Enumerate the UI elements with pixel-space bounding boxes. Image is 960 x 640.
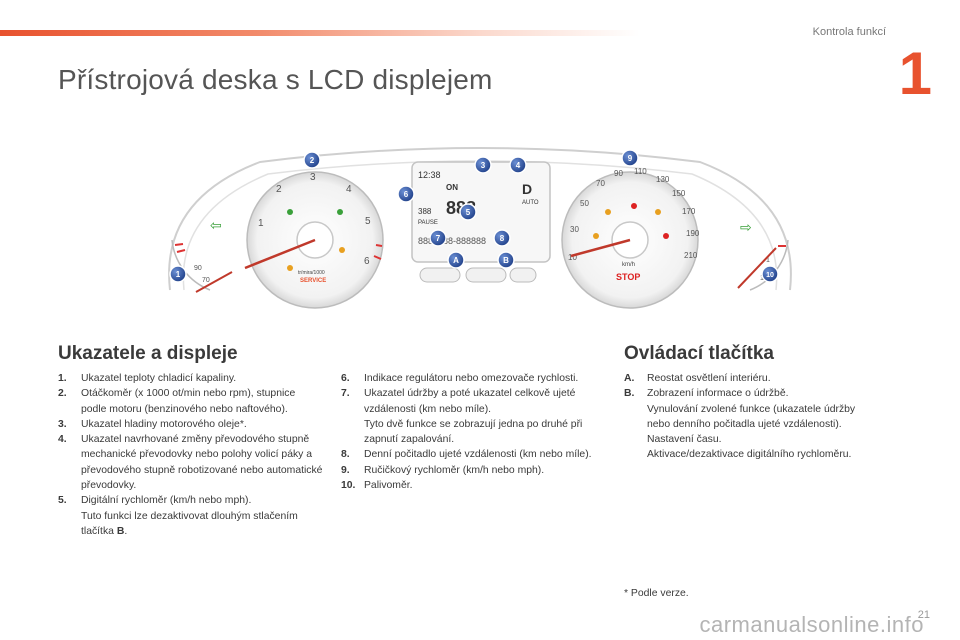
list-item: 3. Ukazatel hladiny motorového oleje*. <box>58 418 247 430</box>
callout-marker-6: 6 <box>397 185 415 203</box>
list-item: 10. Palivoměr. <box>341 480 413 492</box>
watermark: carmanualsonline.info <box>699 612 924 637</box>
svg-text:SERVICE: SERVICE <box>300 278 326 284</box>
svg-text:7: 7 <box>436 234 441 243</box>
svg-text:6: 6 <box>364 256 370 267</box>
svg-text:4: 4 <box>346 184 352 195</box>
indicators-list: 1. Ukazatel teploty chladicí kapaliny. 2… <box>58 371 323 539</box>
svg-text:2: 2 <box>276 184 282 195</box>
svg-text:12:38: 12:38 <box>418 170 441 180</box>
svg-text:150: 150 <box>672 189 686 198</box>
svg-text:tr/mira/1000: tr/mira/1000 <box>298 270 325 276</box>
svg-text:388: 388 <box>418 207 432 216</box>
svg-text:110: 110 <box>634 167 647 176</box>
list-item: 9. Ručičkový rychloměr (km/h nebo mph). <box>341 464 545 476</box>
list-item: 5. Digitální rychloměr (km/h nebo mph). … <box>58 495 298 537</box>
svg-text:3: 3 <box>481 161 486 170</box>
list-item: 6. Indikace regulátoru nebo omezovače ry… <box>341 373 579 384</box>
list-item: 2. Otáčkoměr (x 1000 ot/min nebo rpm), s… <box>58 388 296 415</box>
svg-text:8: 8 <box>500 234 505 243</box>
svg-text:PAUSE: PAUSE <box>418 220 438 226</box>
svg-text:5: 5 <box>466 208 471 217</box>
svg-text:30: 30 <box>570 225 579 234</box>
svg-text:10: 10 <box>568 253 577 262</box>
footnote: * Podle verze. <box>624 588 689 599</box>
callout-marker-3: 3 <box>474 156 492 174</box>
svg-text:4: 4 <box>516 161 521 170</box>
list-item: A. Reostat osvětlení interiéru. <box>624 373 771 384</box>
indicators-heading: Ukazatele a displeje <box>58 343 238 364</box>
svg-text:ON: ON <box>446 183 458 192</box>
svg-text:6: 6 <box>404 190 409 199</box>
svg-text:10: 10 <box>766 272 774 279</box>
callout-marker-9: 9 <box>621 149 639 167</box>
callout-marker-1: 1 <box>169 265 187 283</box>
callout-marker-b: B <box>497 251 515 269</box>
svg-text:⇦: ⇦ <box>210 217 222 233</box>
svg-text:190: 190 <box>686 229 700 238</box>
svg-text:5: 5 <box>365 216 371 227</box>
svg-text:70: 70 <box>202 277 210 284</box>
svg-text:2: 2 <box>310 156 315 165</box>
svg-text:70: 70 <box>596 179 605 188</box>
callout-marker-10: 10 <box>761 265 779 283</box>
svg-text:90: 90 <box>194 265 202 272</box>
svg-text:1: 1 <box>258 218 264 229</box>
controls-list: A. Reostat osvětlení interiéru. B. Zobra… <box>624 371 864 463</box>
list-item: 8. Denní počitadlo ujeté vzdálenosti (km… <box>341 449 592 461</box>
svg-text:STOP: STOP <box>616 272 640 282</box>
svg-text:130: 130 <box>656 175 670 184</box>
svg-text:1: 1 <box>176 270 181 279</box>
indicators-list-continued: 6. Indikace regulátoru nebo omezovače ry… <box>341 371 607 493</box>
callout-marker-a: A <box>447 251 465 269</box>
callout-marker-5: 5 <box>459 203 477 221</box>
svg-text:8888888-888888: 8888888-888888 <box>418 236 486 246</box>
callout-marker-8: 8 <box>493 229 511 247</box>
callout-marker-2: 2 <box>303 151 321 169</box>
svg-text:AUTO: AUTO <box>522 200 539 206</box>
controls-heading: Ovládací tlačítka <box>624 343 774 364</box>
svg-text:km/h: km/h <box>622 262 635 268</box>
svg-text:9: 9 <box>628 154 633 163</box>
svg-text:⇨: ⇨ <box>740 219 752 235</box>
svg-text:D: D <box>522 181 532 197</box>
callout-marker-4: 4 <box>509 156 527 174</box>
list-item: 1. Ukazatel teploty chladicí kapaliny. <box>58 373 237 384</box>
instrument-cluster-illustration: 90 70 ⇦ 1 2 3 4 5 6 tr/mira/1000 SERVICE… <box>168 147 792 309</box>
svg-text:50: 50 <box>580 199 589 208</box>
list-item: B. Zobrazení informace o údržbě. Vynulov… <box>624 388 856 461</box>
page-number: 21 <box>917 609 930 621</box>
list-item: 4. Ukazatel navrhované změny převodového… <box>58 434 323 492</box>
svg-text:A: A <box>453 256 459 265</box>
page-title: Přístrojová deska s LCD displejem <box>58 64 493 95</box>
svg-text:210: 210 <box>684 251 698 260</box>
svg-text:90: 90 <box>614 169 623 178</box>
list-item: 7. Ukazatel údržby a poté ukazatel celko… <box>341 388 583 446</box>
svg-text:1: 1 <box>766 257 770 264</box>
section-label: Kontrola funkcí <box>812 26 886 38</box>
callout-marker-7: 7 <box>429 229 447 247</box>
header-accent-bar <box>0 30 640 36</box>
chapter-number: 1 <box>898 40 932 107</box>
svg-text:B: B <box>503 256 509 265</box>
svg-text:170: 170 <box>682 207 696 216</box>
svg-text:3: 3 <box>310 172 316 183</box>
